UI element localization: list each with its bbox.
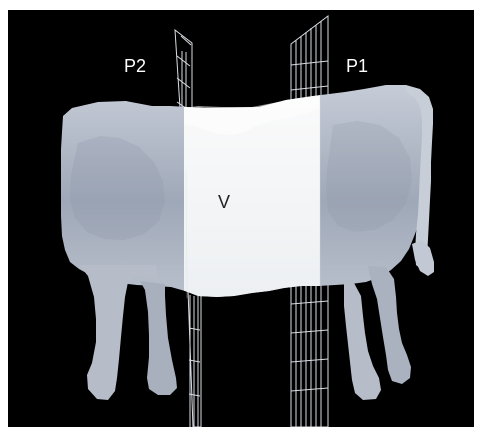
cow-hind-left-leg — [344, 282, 381, 400]
cow-hock-detail — [412, 240, 434, 276]
plane-label-p2: P2 — [124, 57, 146, 75]
cow-front-right-leg — [140, 281, 177, 395]
volume-label-v: V — [218, 193, 230, 211]
cow-scan-illustration — [8, 10, 474, 427]
cow-hind-right-leg — [368, 266, 411, 384]
black-background-panel: P2 P1 V — [8, 10, 474, 427]
cow-scan — [61, 80, 434, 400]
plane-label-p1: P1 — [346, 57, 368, 75]
